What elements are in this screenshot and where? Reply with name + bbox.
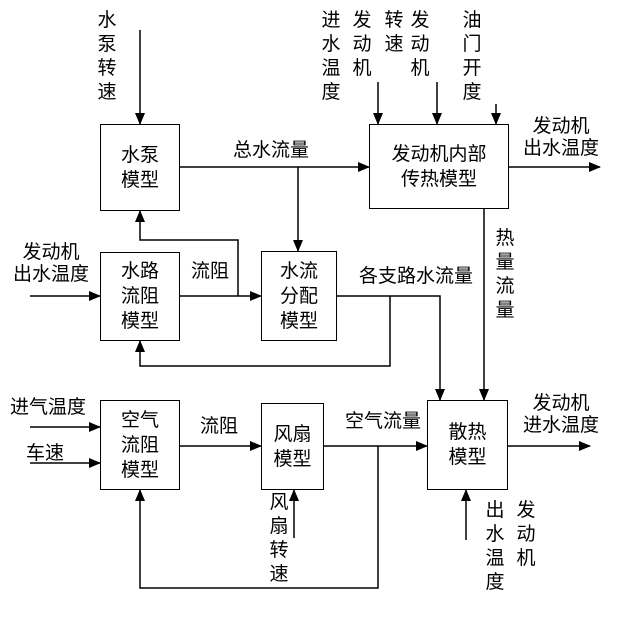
engine-speed-label-col1: 发 动 机 [352,9,372,79]
fan-model-block: 风扇 模型 [261,403,324,490]
heat-flow-label: 热 量 流 量 [495,227,515,321]
engine-outlet-temp-out-label: 发动机 出水温度 [522,115,599,159]
pump-model-block: 水泵 模型 [100,124,180,211]
arrow-branch-feedback [135,296,391,367]
inlet-water-temp-label: 进 水 温 度 [321,9,341,103]
engine-speed-label-col2: 转 速 [384,9,404,55]
air-flow-label: 空气流量 [344,410,421,432]
vehicle-speed-label: 车速 [26,442,65,464]
radiator-outlet-temp-label: 出 水 温 度 [485,499,505,593]
radiator-engine-label: 发 动 机 [516,499,536,569]
total-water-flow-label: 总水流量 [232,139,309,161]
air-resistance-label: 流阻 [199,415,238,437]
water-resistance-label: 流阻 [190,260,229,282]
branch-water-flow-label: 各支路水流量 [358,265,473,287]
engine-inlet-temp-out-label: 发动机 进水温度 [522,392,599,436]
arrow-resist-to-pump [135,210,239,296]
engine-outlet-temp-in-label: 发动机 出水温度 [12,241,89,285]
hydraulic-resistance-block: 水路 流阻 模型 [100,252,180,341]
throttle-label: 油 门 开 度 [462,9,482,103]
arrow-branch-flow [337,295,445,401]
intake-air-temp-label: 进气温度 [10,396,87,418]
engine-label-col3: 发 动 机 [410,9,430,79]
radiator-model-block: 散热 模型 [427,400,508,490]
engine-heat-transfer-block: 发动机内部 传热模型 [369,124,509,209]
water-distribution-block: 水流 分配 模型 [261,251,337,341]
arrow-air-feedback [135,446,379,589]
air-resistance-block: 空气 流阻 模型 [100,400,180,490]
fan-speed-label: 风 扇 转 速 [269,491,289,585]
pump-speed-label: 水 泵 转 速 [97,9,117,103]
